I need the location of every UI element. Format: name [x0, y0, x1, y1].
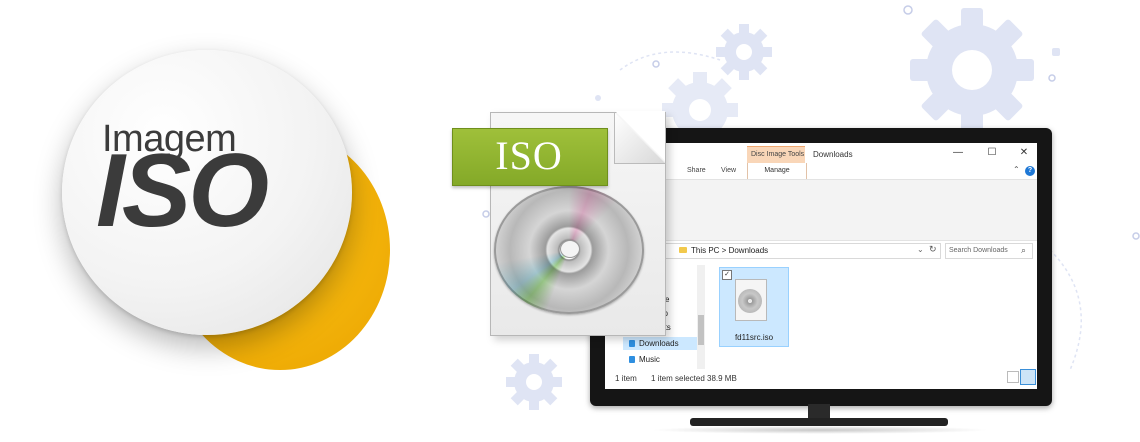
music-icon — [629, 356, 635, 363]
nav-item-downloads[interactable]: Downloads — [639, 339, 679, 348]
gear-icon — [910, 8, 1034, 132]
refresh-icon[interactable]: ↻ — [929, 244, 937, 254]
gear-icon — [716, 24, 772, 80]
status-bar — [605, 369, 1037, 389]
status-selected: 1 item selected — [651, 374, 705, 383]
gear-icon — [506, 354, 562, 410]
tab-view[interactable]: View — [721, 167, 737, 174]
disc-icon — [738, 289, 762, 313]
status-size: 38.9 MB — [707, 374, 737, 383]
monitor-stand — [808, 404, 830, 422]
maximize-button[interactable]: ☐ — [987, 147, 997, 158]
gear-icon — [662, 72, 738, 138]
download-icon — [629, 340, 635, 347]
status-item-count: 1 item — [615, 374, 637, 383]
badge-title-line1: Imagem — [102, 118, 237, 160]
iso-label-text: ISO — [495, 133, 563, 178]
title-bar — [605, 143, 1037, 177]
window-title: Downloads — [813, 150, 853, 159]
search-icon[interactable]: ⌕ — [1021, 245, 1027, 255]
close-button[interactable]: ✕ — [1019, 147, 1029, 158]
monitor-shadow — [650, 426, 990, 434]
tab-manage[interactable]: Manage — [747, 163, 807, 179]
ribbon-area — [605, 179, 1037, 241]
help-button[interactable]: ? — [1025, 166, 1035, 176]
nav-selection-highlight — [623, 337, 697, 350]
disc-hole — [560, 240, 580, 258]
badge-title-line2: ISO — [96, 133, 269, 249]
nav-item-partial[interactable]: e — [665, 295, 670, 304]
file-name: fd11src.iso — [734, 333, 774, 342]
scrollbar-thumb[interactable] — [698, 315, 704, 345]
breadcrumb[interactable]: This PC > Downloads — [691, 246, 769, 255]
folder-icon — [679, 247, 687, 253]
checkbox-icon[interactable]: ✓ — [722, 270, 732, 280]
large-icons-view-icon[interactable] — [1020, 369, 1036, 385]
nav-item-music[interactable]: Music — [639, 355, 660, 364]
details-view-icon[interactable] — [1007, 371, 1019, 383]
ribbon-context-label: Disc Image Tools — [751, 151, 805, 158]
minimize-button[interactable]: — — [953, 147, 963, 158]
chevron-down-icon[interactable]: ⌄ — [917, 245, 924, 254]
monitor-base — [690, 418, 948, 426]
search-placeholder: Search Downloads — [949, 247, 1008, 254]
iso-label-tag — [452, 128, 608, 186]
search-input[interactable] — [945, 243, 1033, 259]
chevron-up-icon[interactable]: ⌃ — [1013, 165, 1020, 174]
tab-share[interactable]: Share — [687, 167, 706, 174]
badge-circle — [62, 50, 352, 335]
